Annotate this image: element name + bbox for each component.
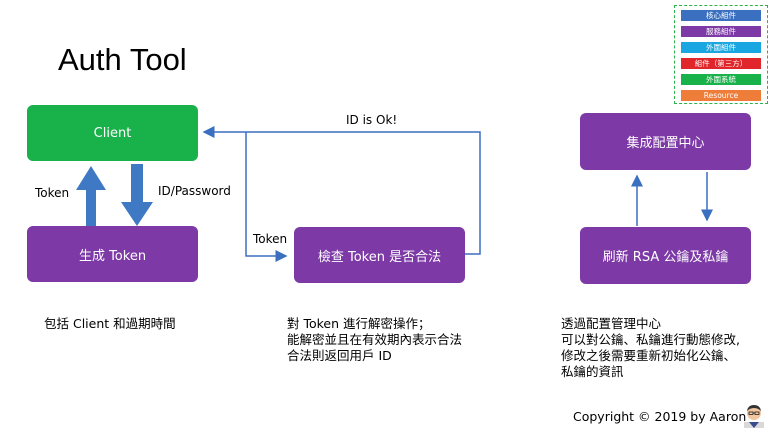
check-token-node: 檢查 Token 是否合法 (294, 227, 465, 283)
client-node: Client (27, 105, 198, 161)
legend-item-resource: Resource (681, 90, 761, 101)
legend-item-external-system: 外圍系統 (681, 74, 761, 85)
id-ok-connector (202, 126, 481, 255)
middle-note: 對 Token 進行解密操作； 能解密並且在有效期內表示合法 合法則返回用戶 I… (287, 316, 463, 363)
id-ok-label: ID is Ok! (346, 113, 398, 127)
id-password-down-arrow (121, 164, 153, 226)
token-up-label: Token (35, 186, 70, 200)
legend-item-core: 核心組件 (681, 10, 761, 21)
page-title: Auth Tool (58, 42, 187, 77)
avatar-icon (744, 405, 764, 428)
id-password-label: ID/Password (158, 184, 231, 198)
right-note: 透過配置管理中心 可以對公鑰、私鑰進行動態修改, 修改之後需要重新初始化公鑰、 … (561, 316, 740, 379)
legend-item-service: 服務組件 (681, 26, 761, 37)
token-check-label: Token (253, 232, 288, 246)
token-check-connector (245, 132, 288, 262)
legend: 核心組件 服務組件 外圍組件 組件（第三方） 外圍系統 Resource (674, 5, 768, 104)
legend-item-third-party: 組件（第三方） (681, 58, 761, 69)
config-center-node: 集成配置中心 (580, 113, 751, 170)
token-up-arrow (76, 166, 106, 226)
generate-token-node: 生成 Token (27, 226, 198, 282)
left-note: 包括 Client 和過期時間 (44, 316, 176, 331)
refresh-rsa-node: 刷新 RSA 公鑰及私鑰 (580, 227, 751, 284)
legend-item-peripheral: 外圍組件 (681, 42, 761, 53)
copyright-text: Copyright © 2019 by Aaron (573, 409, 747, 424)
